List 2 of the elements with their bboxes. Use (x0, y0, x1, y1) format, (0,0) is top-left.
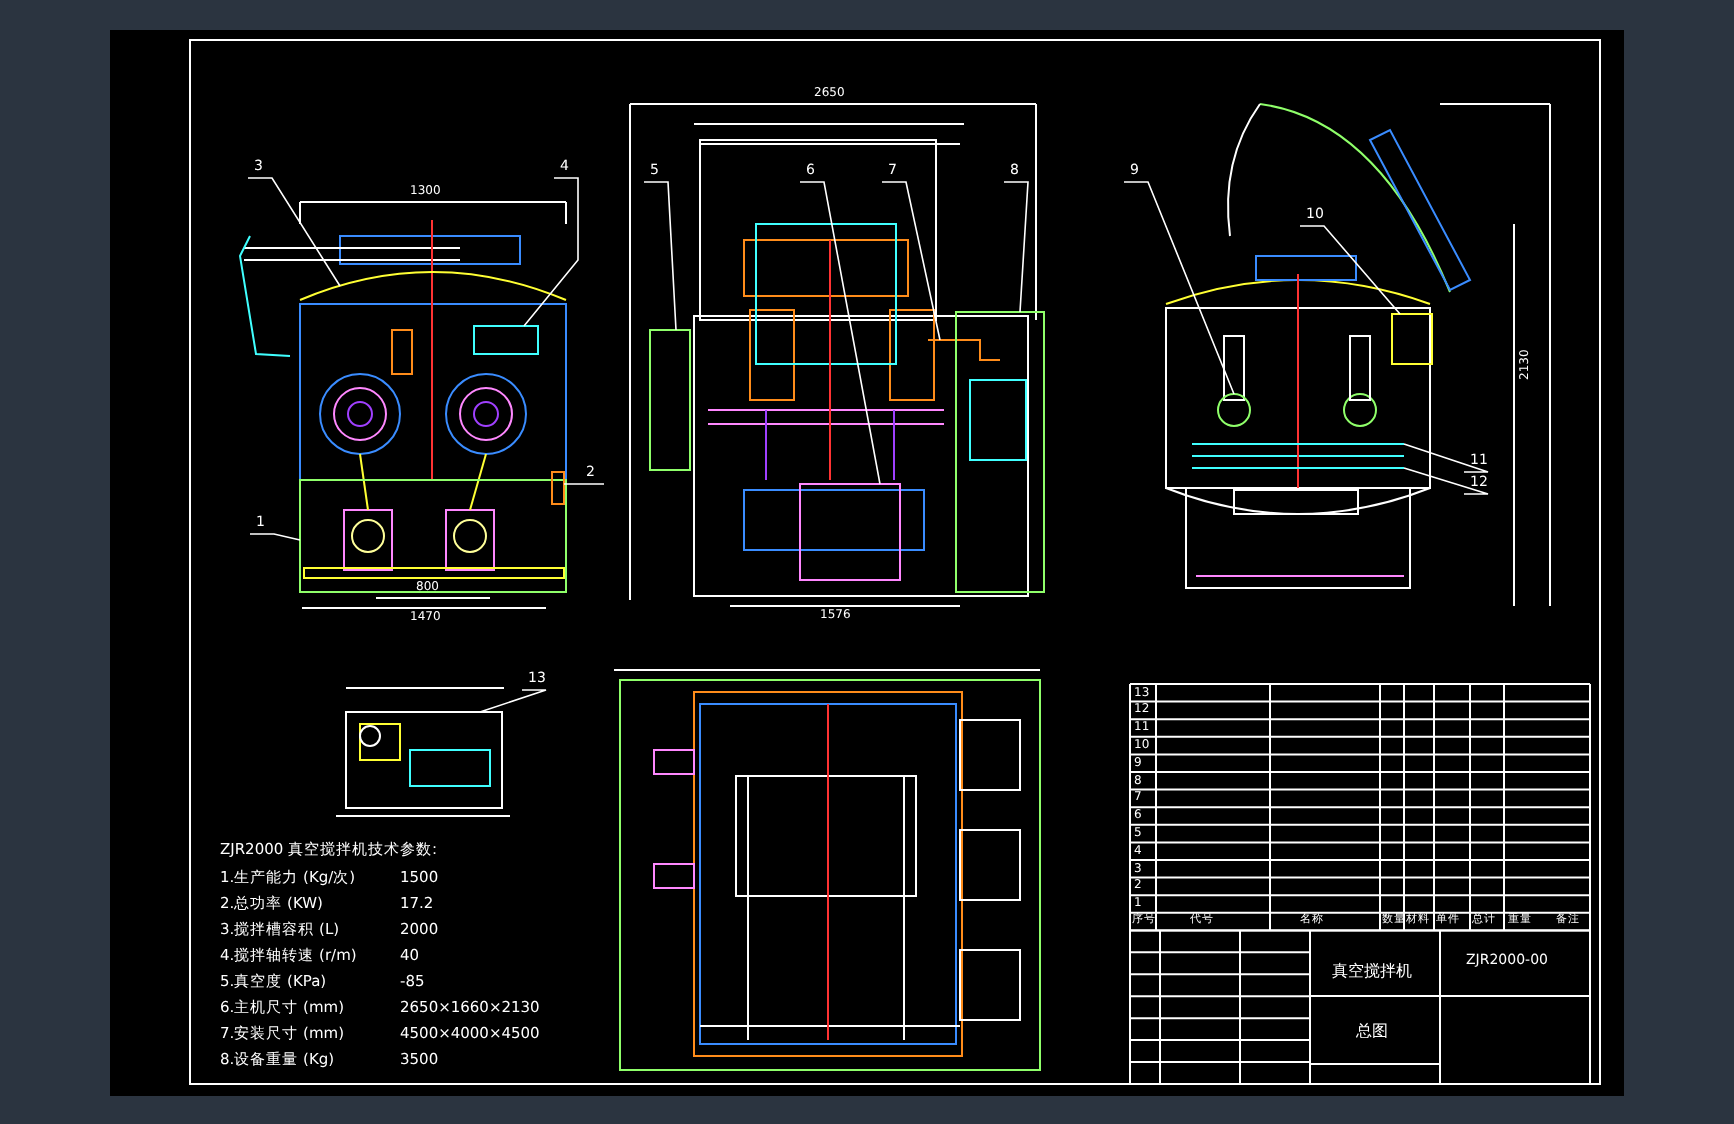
drawing-title: 真空搅拌机 (1332, 964, 1412, 980)
drawing-name: 总图 (1356, 1024, 1388, 1040)
